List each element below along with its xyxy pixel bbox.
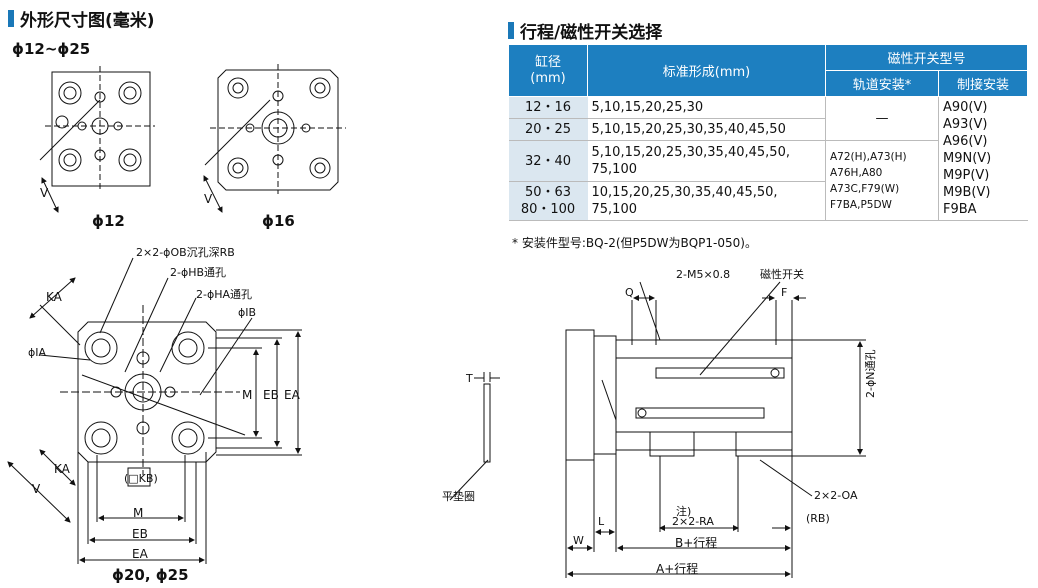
label-ra: 2×2-RA [672, 515, 714, 528]
label-a-stroke: A+行程 [656, 562, 699, 576]
label-ea-horizontal: EA [132, 547, 148, 561]
direct-model: M9N(V) [943, 151, 992, 166]
left-section-title: 外形尺寸图(毫米) [8, 6, 155, 31]
label-eb-horizontal: EB [132, 527, 148, 541]
stroke-line: 75,100 [591, 162, 638, 177]
direct-model: M9P(V) [943, 168, 990, 183]
label-oa: 2×2-OA [814, 489, 858, 502]
title-marker [8, 10, 14, 27]
view-phi20-25 [7, 257, 302, 564]
label-ha: 2-ϕHA通孔 [196, 288, 253, 301]
label-m-vertical: M [242, 388, 253, 402]
direct-model: A90(V) [943, 100, 988, 115]
table-row: 12・16 5,10,15,20,25,30 — A90(V) A93(V) A… [508, 96, 1028, 221]
label-counterbore: 2×2-ϕOB沉孔深RB [136, 246, 235, 259]
dim-v-phi16: V [204, 192, 213, 206]
caption-phi16: ϕ16 [262, 212, 295, 230]
label-ka-top: KA [46, 290, 62, 304]
label-b-stroke: B+行程 [675, 536, 718, 550]
direct-model: A93(V) [943, 117, 988, 132]
direct-model: M9B(V) [943, 185, 991, 200]
header-stroke: 标准形成(mm) [587, 44, 826, 97]
view-side-cylinder [449, 281, 866, 578]
label-hb: 2-ϕHB通孔 [170, 266, 227, 279]
header-direct: 制接安装 [938, 70, 1028, 97]
header-bore-line2: (mm) [530, 70, 566, 86]
rail-model: A76H,A80 [830, 166, 883, 179]
cell-rail-dash: — [825, 96, 939, 141]
label-m-horizontal: M [133, 506, 144, 520]
right-section-title: 行程/磁性开关选择 [508, 18, 662, 43]
label-t: T [466, 372, 473, 385]
cell-stroke: 5,10,15,20,25,30,35,40,45,50 [587, 118, 826, 141]
caption-phi12: ϕ12 [92, 212, 125, 230]
label-note-marker: 注) [676, 505, 692, 518]
right-title-text: 行程/磁性开关选择 [520, 23, 663, 43]
cell-rail-models: A72(H),A73(H) A76H,A80 A73C,F79(W) F7BA,… [825, 140, 939, 221]
cell-stroke: 5,10,15,20,25,30 [587, 96, 826, 119]
stroke-line: 75,100 [591, 202, 638, 217]
stroke-switch-table: 缸径(mm) 标准形成(mm) 磁性开关型号 轨道安装* 制接安装 12・16 … [508, 44, 1028, 221]
label-ia: ϕIA [28, 346, 47, 359]
dim-v-phi12: V [40, 186, 49, 200]
label-n-hole: 2-ϕN通孔 [864, 349, 877, 398]
label-rb: (RB) [806, 512, 830, 525]
header-rail: 轨道安装* [825, 70, 939, 97]
label-v-large: V [32, 482, 41, 496]
table-row: 32・40 5,10,15,20,25,30,35,40,45,50, 75,10… [508, 140, 1028, 221]
bore-line: 80・100 [520, 202, 576, 217]
direct-model: A96(V) [943, 134, 988, 149]
label-ea-vertical: EA [284, 388, 300, 402]
label-f: F [781, 286, 788, 299]
caption-phi20-25: ϕ20, ϕ25 [112, 566, 189, 584]
view-phi16 [203, 64, 346, 213]
label-eb-vertical: EB [263, 388, 279, 402]
label-washer: 平垫圈 [442, 490, 475, 503]
title-marker [508, 22, 514, 39]
left-title-text: 外形尺寸图(毫米) [20, 11, 155, 31]
cell-direct-models: A90(V) A93(V) A96(V) M9N(V) M9P(V) M9B(V… [938, 96, 1028, 221]
label-w: W [573, 534, 584, 547]
direct-model: F9BA [943, 202, 977, 217]
size-range-label: ϕ12~ϕ25 [12, 40, 91, 58]
stroke-line: 5,10,15,20,25,30,35,40,45,50, [591, 145, 790, 160]
cell-bore: 20・25 [508, 118, 588, 141]
label-switch: 磁性开关 [760, 268, 804, 281]
cell-bore: 32・40 [508, 140, 588, 182]
cell-stroke: 10,15,20,25,30,35,40,45,50, 75,100 [587, 181, 826, 221]
cell-bore: 12・16 [508, 96, 588, 119]
mounting-note: * 安装件型号:BQ-2(但P5DW为BQP1-050)。 [512, 236, 757, 250]
stroke-line: 10,15,20,25,30,35,40,45,50, [591, 185, 778, 200]
bore-line: 50・63 [524, 185, 572, 200]
table-row: 50・63 80・100 10,15,20,25,30,35,40,45,50, 7… [508, 181, 1028, 221]
label-l: L [598, 515, 605, 528]
table-row: 20・25 5,10,15,20,25,30,35,40,45,50 [508, 118, 1028, 141]
label-m5: 2-M5×0.8 [676, 268, 731, 281]
cell-stroke: 5,10,15,20,25,30,35,40,45,50, 75,100 [587, 140, 826, 182]
rail-model: F7BA,P5DW [830, 198, 892, 211]
header-switch: 磁性开关型号 [825, 44, 1028, 71]
header-bore: 缸径(mm) [508, 44, 588, 97]
label-ib: ϕIB [238, 306, 257, 319]
view-phi12 [39, 66, 155, 213]
rail-model: A72(H),A73(H) [830, 150, 907, 163]
header-bore-line1: 缸径 [534, 54, 561, 70]
label-kb: (□KB) [124, 472, 158, 485]
label-ka-bottom: KA [54, 462, 70, 476]
cell-bore: 50・63 80・100 [508, 181, 588, 221]
label-q: Q [625, 286, 634, 299]
rail-model: A73C,F79(W) [830, 182, 900, 195]
